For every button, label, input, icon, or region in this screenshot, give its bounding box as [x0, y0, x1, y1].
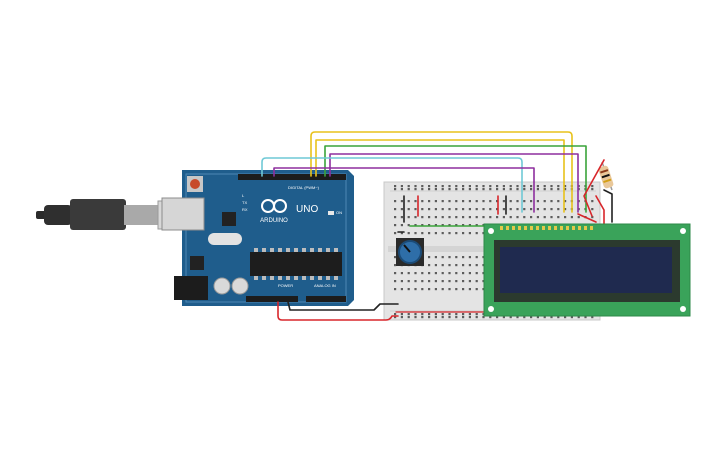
wires[interactable]: [261, 131, 613, 321]
arduino-uno-board[interactable]: ARDUINO UNO DIGITAL (PWM~) POWER ANALOG …: [161, 170, 354, 306]
wire-black: [603, 189, 613, 223]
crystal: [208, 233, 242, 245]
reset-button[interactable]: [187, 176, 203, 192]
on-led: [328, 211, 334, 215]
analog-label: ANALOG IN: [314, 283, 336, 288]
mount-hole: [488, 228, 494, 234]
potentiometer[interactable]: [396, 238, 424, 266]
regulator: [190, 256, 204, 270]
on-label: ON: [336, 210, 342, 215]
power-label: POWER: [278, 283, 293, 288]
capacitor: [213, 277, 231, 295]
lcd-16x2[interactable]: [483, 223, 691, 317]
wire-red: [277, 301, 399, 321]
mount-hole: [488, 306, 494, 312]
power-header[interactable]: [246, 296, 298, 302]
rx-label: RX: [242, 207, 248, 212]
wire-cyan: [261, 157, 523, 213]
brand-label: ARDUINO: [260, 218, 288, 224]
wire-red: [583, 159, 605, 217]
potentiometer-knob-indicator: [403, 244, 411, 253]
digital-label: DIGITAL (PWM~): [288, 185, 320, 190]
power-jack: [174, 276, 208, 300]
resistor[interactable]: [598, 161, 614, 191]
wire-red: [595, 195, 605, 229]
mount-hole: [680, 228, 686, 234]
wire-black: [287, 301, 399, 311]
wire-purple: [329, 153, 579, 213]
wire-purple: [273, 167, 535, 213]
wire-red: [577, 213, 597, 223]
usb-chip: [222, 212, 236, 226]
tx-label: TX: [242, 200, 247, 205]
lcd-pin-header[interactable]: [500, 226, 593, 230]
arduino-logo-icon: [261, 199, 287, 213]
mount-hole: [680, 306, 686, 312]
lcd-screen: [500, 247, 672, 293]
digital-header[interactable]: [238, 174, 346, 180]
l-label: L: [242, 193, 245, 198]
analog-header[interactable]: [306, 296, 346, 302]
model-label: UNO: [296, 204, 318, 215]
usb-port: [161, 197, 205, 231]
capacitor: [231, 277, 249, 295]
wire-green: [324, 145, 587, 213]
atmega-chip: [250, 252, 342, 276]
wire-yellow: [310, 131, 573, 213]
